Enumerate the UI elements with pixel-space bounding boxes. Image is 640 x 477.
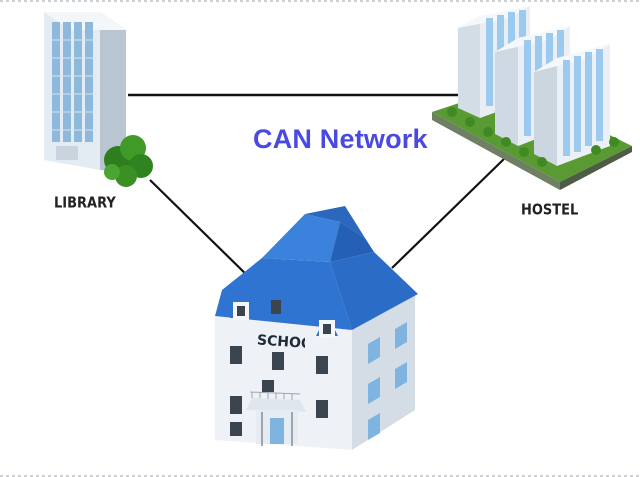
library-label: LIBRARY (54, 194, 116, 213)
link-library-school (149, 179, 256, 284)
hostel-building (432, 6, 632, 190)
school-sign: SCHOOL (256, 332, 305, 352)
bush-icon (104, 135, 153, 187)
bottom-border (0, 475, 640, 477)
top-border (0, 0, 640, 2)
network-links (128, 93, 506, 284)
school-label: SCHOOL (256, 332, 305, 352)
diagram-title: CAN Network (253, 124, 428, 154)
link-hostel-school (391, 157, 506, 269)
school-building (215, 206, 418, 450)
hostel-label: HOSTEL (521, 201, 579, 220)
library-building (44, 12, 153, 187)
